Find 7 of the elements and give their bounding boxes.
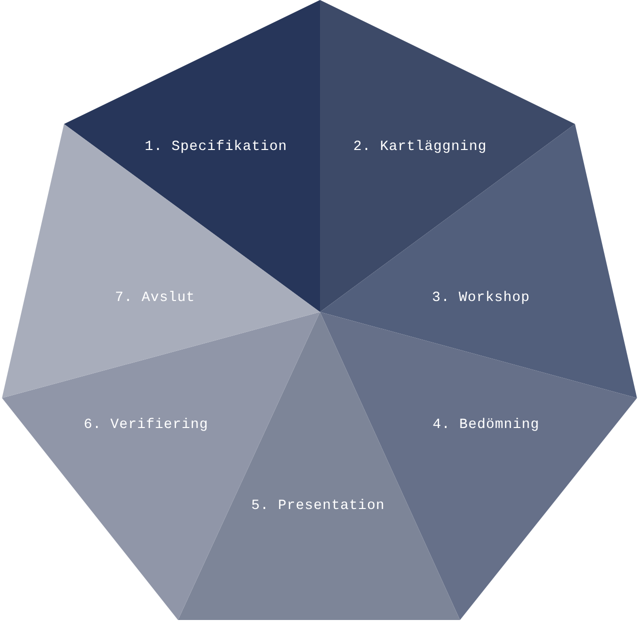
segment-label: 2. Kartläggning	[353, 139, 487, 155]
segment-label: 4. Bedömning	[432, 417, 540, 433]
segment-label: 5. Presentation	[251, 498, 385, 514]
segment-label: 3. Workshop	[432, 290, 530, 306]
segment-label: 7. Avslut	[114, 290, 196, 306]
segment-label: 6. Verifiering	[84, 417, 208, 433]
segment-label: 1. Specifikation	[144, 139, 288, 155]
